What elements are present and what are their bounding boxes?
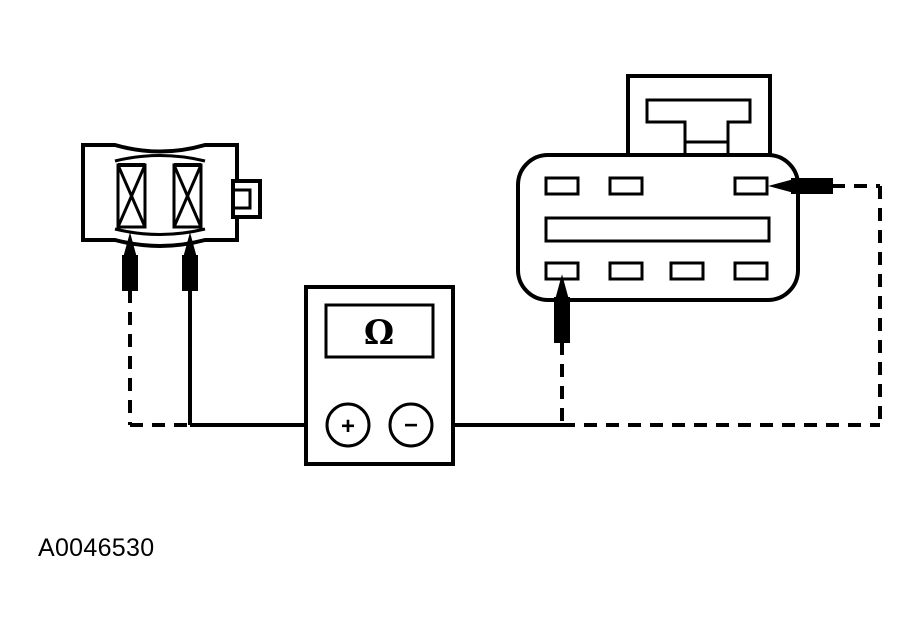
sensor-terminal-2	[172, 163, 203, 229]
sensor-terminal-1	[116, 163, 147, 229]
sensor-inner-arc-bottom	[114, 227, 206, 236]
sensor-tab-inner	[231, 188, 252, 210]
probe-tip-2	[182, 232, 198, 291]
ohmmeter-display	[324, 303, 435, 359]
connector-pin	[669, 261, 705, 281]
ohm-symbol: Ω	[364, 313, 394, 353]
connector-pin	[733, 261, 769, 281]
figure-id: A0046530	[38, 534, 155, 562]
positive-terminal-sign: +	[341, 413, 355, 440]
sensor-tab	[231, 179, 262, 219]
sensor-inner-arc-top	[114, 154, 206, 163]
negative-terminal-sign: −	[404, 412, 418, 439]
connector-latch-housing	[626, 74, 772, 160]
probe-tips	[122, 178, 833, 343]
connector-center-slot	[544, 216, 771, 243]
probe-tip-4	[768, 178, 833, 194]
connector-pin	[608, 176, 644, 196]
harness-connector	[516, 74, 800, 302]
sensor-body-outline	[81, 143, 239, 248]
connector-body	[516, 153, 800, 302]
connector-pin	[544, 176, 580, 196]
negative-terminal	[388, 402, 434, 448]
positive-terminal	[325, 402, 371, 448]
probe-tip-3	[554, 274, 570, 343]
sensor-component	[81, 143, 262, 248]
connector-pin	[608, 261, 644, 281]
probe-tip-1	[122, 232, 138, 291]
ohmmeter: Ω + −	[304, 285, 455, 466]
connector-pin	[733, 176, 769, 196]
connector-top-pins	[544, 176, 769, 196]
